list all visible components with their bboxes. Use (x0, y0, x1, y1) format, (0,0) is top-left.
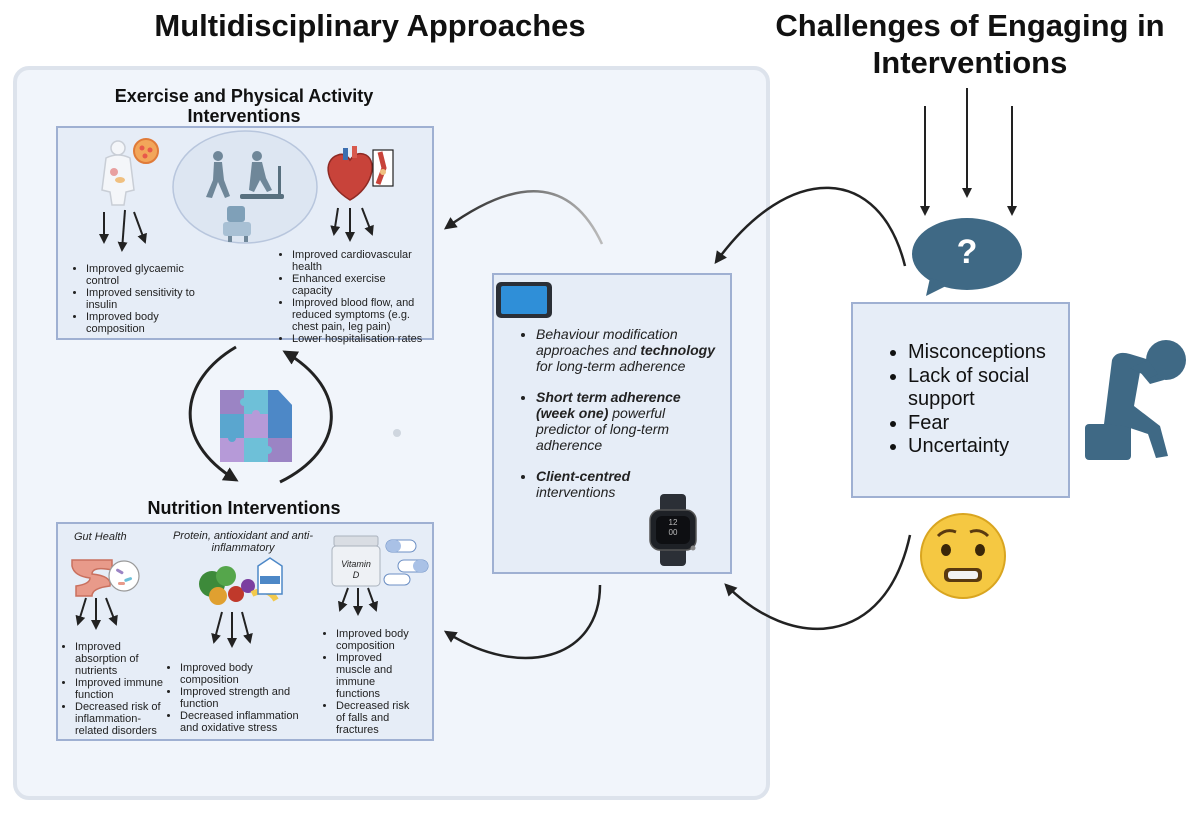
list-item: Misconceptions (908, 341, 1066, 365)
vitamin-label-line2: D (352, 570, 360, 580)
list-item: Decreased risk of falls and fractures (336, 700, 418, 736)
text-span: interventions (536, 484, 616, 500)
exercise-arrows-right (330, 207, 374, 242)
exercise-right-benefits: Improved cardiovascular health Enhanced … (274, 249, 424, 345)
puzzle-icon (220, 390, 292, 462)
list-item: Improved body composition (180, 662, 312, 686)
gut-benefits: Improved absorption of nutrients Improve… (57, 641, 172, 737)
question-mark: ? (956, 233, 978, 271)
treadmill-icon (240, 151, 284, 199)
list-item: Improved cardiovascular health (292, 249, 424, 273)
nutrition-arrows-gut (75, 597, 118, 630)
left-main-title: Multidisciplinary Approaches (154, 8, 586, 43)
list-item: Fear (908, 412, 1066, 436)
challenges-box (851, 302, 1070, 498)
list-item: Decreased risk of inflammation-related d… (75, 701, 172, 737)
arrow-challenges-to-adherence-bottom (724, 534, 912, 631)
protein-label: Protein, antioxidant and anti-inflammato… (172, 530, 314, 554)
exercise-left-benefits: Improved glycaemic control Improved sens… (68, 263, 208, 335)
list-item: Improved glycaemic control (86, 263, 208, 287)
list-item: Improved strength and function (180, 686, 312, 710)
tablet-icon (496, 282, 552, 318)
list-item: Improved body composition (86, 311, 208, 335)
list-item: Improved sensitivity to insulin (86, 287, 208, 311)
beta-cell-icon (133, 138, 159, 164)
list-item: Client-centred interventions (536, 468, 666, 500)
gut-health-label: Gut Health (74, 531, 127, 543)
list-item: Decreased inflammation and oxidative str… (180, 710, 312, 734)
decorative-dot (393, 429, 401, 437)
arrow-to-exercise (443, 189, 604, 245)
nutrition-arrows-vitamin (338, 587, 378, 616)
intestine-icon (71, 559, 113, 597)
text-span: for long-term adherence (536, 358, 686, 374)
bacteria-circle-icon (108, 560, 140, 592)
text-span: powerful predictor of long-term adherenc… (536, 405, 670, 453)
vitamin-d-bottle-icon (331, 535, 381, 587)
vegetables-icon (199, 566, 279, 605)
exercise-bike-icon (223, 206, 251, 242)
list-item: Lack of social support (908, 365, 1066, 412)
text-span: Behaviour modification approaches and (536, 326, 678, 358)
right-main-title-line1: Challenges of Engaging in (775, 8, 1165, 43)
challenge-title-arrows (920, 88, 1017, 216)
list-item: Short term adherence (week one) powerful… (536, 389, 716, 453)
list-item: Lower hospitalisation rates (292, 333, 424, 345)
arrow-to-nutrition (443, 584, 602, 660)
heart-icon (327, 146, 373, 201)
watch-time-line2: 00 (668, 528, 678, 537)
challenges-list: Misconceptions Lack of social support Fe… (886, 341, 1066, 459)
anxious-face-icon (920, 513, 1006, 599)
arrow-challenges-to-adherence-top (714, 186, 907, 267)
speech-bubble-icon (912, 218, 1022, 296)
cycle-arrow-up (279, 350, 333, 484)
walking-person-icon (206, 151, 230, 198)
milk-carton-icon (257, 557, 283, 595)
list-item: Uncertainty (908, 435, 1066, 459)
list-item: Improved body composition (336, 628, 418, 652)
nutrition-arrows-protein (211, 611, 253, 648)
distressed-person-icon (1085, 340, 1186, 460)
text-bold: technology (640, 342, 715, 358)
list-item: Enhanced exercise capacity (292, 273, 424, 297)
list-item: Behaviour modification approaches and te… (536, 326, 716, 374)
list-item: Improved absorption of nutrients (75, 641, 172, 677)
protein-benefits: Improved body composition Improved stren… (162, 662, 312, 734)
exercise-arrows-left (99, 209, 147, 252)
adherence-list: Behaviour modification approaches and te… (516, 326, 716, 515)
text-bold: Short term adherence (week one) (536, 389, 681, 421)
nutrition-title: Nutrition Interventions (147, 498, 341, 518)
cycle-arrow-down (188, 345, 239, 482)
list-item: Improved blood flow, and reduced symptom… (292, 297, 424, 333)
activity-circle (172, 130, 318, 244)
human-body-icon (101, 140, 135, 206)
artery-icon (372, 149, 394, 187)
smartwatch-icon (649, 494, 697, 566)
exercise-title-line2: Interventions (187, 106, 301, 126)
right-main-title-line2: Interventions (872, 45, 1068, 80)
vitamin-label-line1: Vitamin (341, 559, 371, 569)
pill-capsule-icon (383, 539, 429, 586)
exercise-title-line1: Exercise and Physical Activity (114, 86, 374, 106)
vitamin-benefits: Improved body composition Improved muscl… (318, 628, 418, 736)
list-item: Improved muscle and immune functions (336, 652, 418, 700)
watch-time-line1: 12 (668, 518, 678, 527)
list-item: Improved immune function (75, 677, 172, 701)
text-bold: Client-centred (536, 468, 631, 484)
